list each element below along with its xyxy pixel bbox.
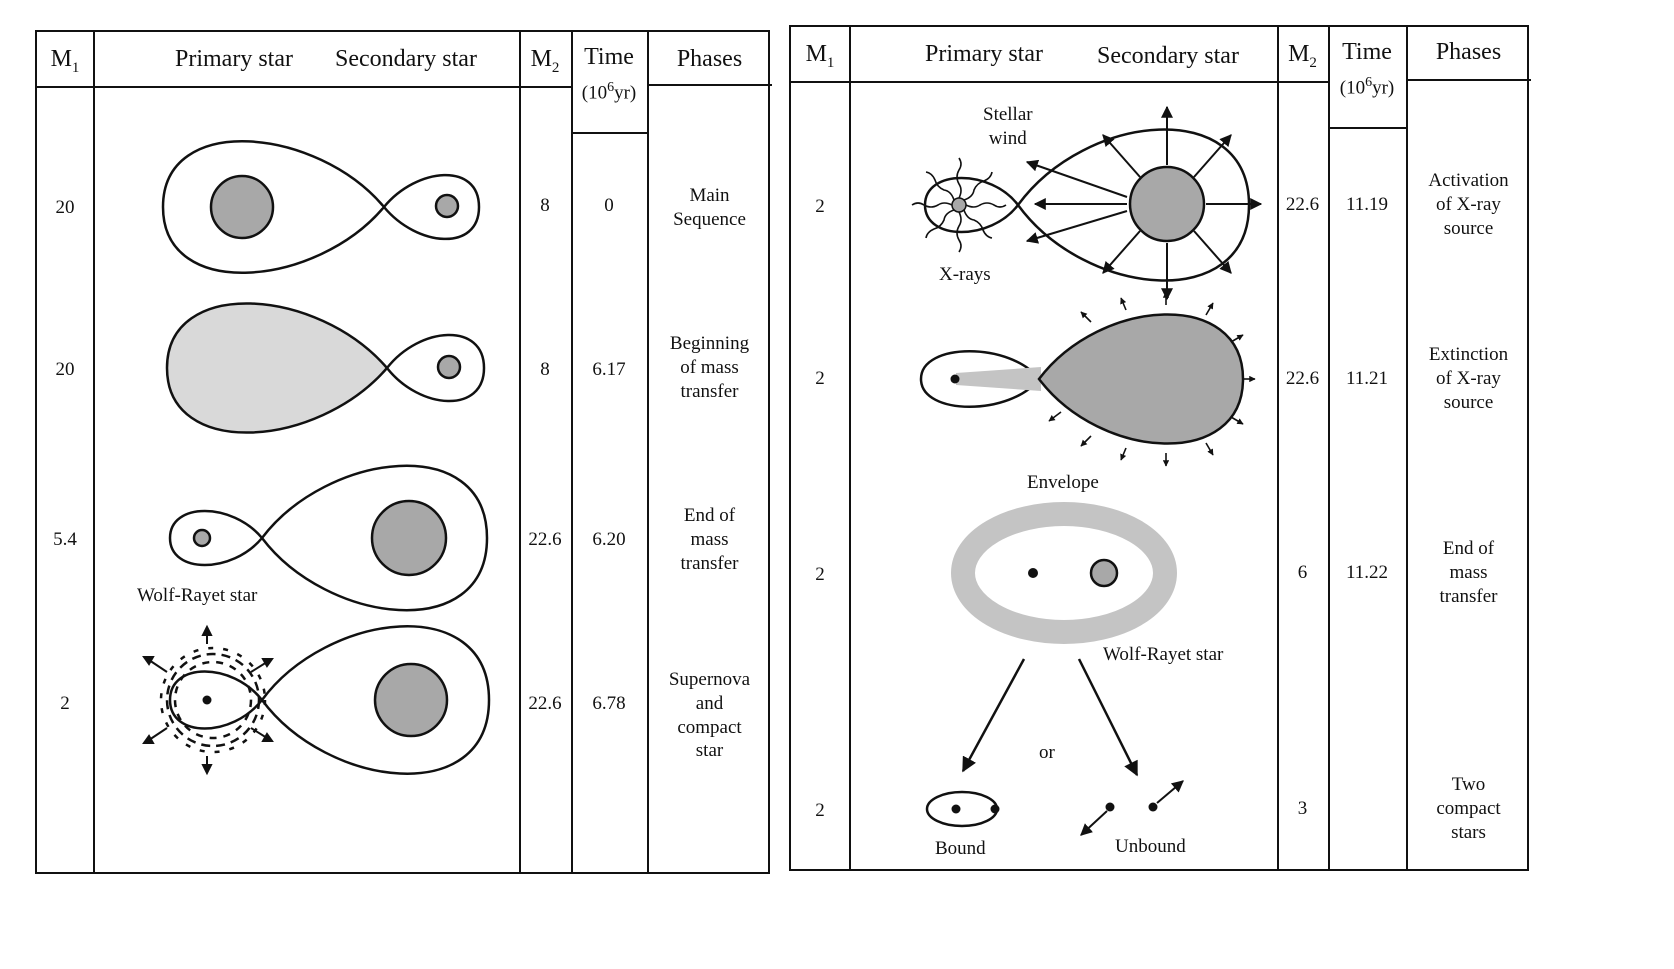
row4-compact-star <box>202 695 212 705</box>
bound-star-1 <box>951 804 961 814</box>
r-row3-wolf-rayet-star <box>1089 558 1119 588</box>
unbound-label: Unbound <box>1115 836 1186 857</box>
row2-secondary-lobe <box>385 333 486 403</box>
row1-time: 0 <box>604 195 614 216</box>
supernova-shell <box>159 646 267 754</box>
or-label: or <box>1039 742 1055 763</box>
r-row2-m2: 22.6 <box>1285 368 1320 389</box>
r-row1-compact-star <box>951 197 967 213</box>
r-row2-phase: Extinction of X-ray source <box>1428 344 1509 413</box>
row1-binary <box>161 140 481 274</box>
r-row4-m2: 3 <box>1297 798 1308 819</box>
r-row4-phase: Two compact stars <box>1436 774 1501 843</box>
unbound-star-1 <box>1105 802 1115 812</box>
right-panel: M1 Primary star Secondary star M2 Time (… <box>789 25 1531 871</box>
row4-m1: 2 <box>60 693 70 714</box>
header-m1: M1 <box>50 46 80 76</box>
row3-binary <box>168 464 489 612</box>
bound-label: Bound <box>935 838 986 859</box>
r-row3-time: 11.22 <box>1345 562 1389 583</box>
row2-primary-lobe-filled <box>165 302 389 434</box>
row3-m2: 22.6 <box>528 529 562 550</box>
stellar-wind-arrows <box>1025 105 1263 301</box>
row1-m2: 8 <box>540 195 550 216</box>
x-rays-label: X-rays <box>939 264 991 285</box>
row3-phase: End of mass transfer <box>680 505 739 574</box>
outcome-arrow-left <box>961 658 1026 773</box>
r-row2-m1: 2 <box>815 368 825 389</box>
header-secondary-star-right: Secondary star <box>1097 43 1239 69</box>
row3-secondary-star <box>370 499 448 577</box>
left-diagrams <box>142 140 491 776</box>
header-m2-right: M2 <box>1288 41 1317 71</box>
r-row1-m1: 2 <box>815 196 825 217</box>
row2-phase: Beginning of mass transfer <box>669 333 750 402</box>
mass-loss-arrows <box>1048 291 1256 467</box>
row3-wolf-rayet-star <box>192 528 212 548</box>
row1-roche-lobes <box>161 140 481 274</box>
row2-secondary-star <box>436 354 462 380</box>
r-row1-binary <box>911 105 1263 301</box>
wolf-rayet-label-left: Wolf-Rayet star <box>137 585 258 606</box>
row4-m2: 22.6 <box>528 693 562 714</box>
outcome-arrow-right <box>1077 658 1139 777</box>
row4-phase: Supernova and compact star <box>668 669 751 762</box>
left-panel: M1 Primary star Secondary star M2 Time (… <box>35 30 772 874</box>
row2-binary <box>165 302 486 434</box>
row2-m2: 8 <box>540 359 550 380</box>
row3-m1: 5.4 <box>53 529 77 550</box>
row4-binary <box>142 624 491 776</box>
row4-time: 6.78 <box>592 693 626 714</box>
common-envelope <box>951 502 1177 644</box>
header-phases-right: Phases <box>1435 39 1502 65</box>
wolf-rayet-label-right: Wolf-Rayet star <box>1103 644 1224 665</box>
row3-time: 6.20 <box>592 529 626 550</box>
row1-m1: 20 <box>55 197 75 218</box>
r-row2-time: 11.21 <box>1345 368 1389 389</box>
r-row2-giant-lobe <box>1037 313 1245 445</box>
r-row3-phase: End of mass transfer <box>1439 538 1498 607</box>
supernova-ejecta-arrows <box>142 624 274 776</box>
header-primary-star-right: Primary star <box>925 41 1043 67</box>
header-m1-right: M1 <box>805 41 835 71</box>
r-row4-m1: 2 <box>815 800 825 821</box>
stellar-wind-label: Stellar wind <box>983 104 1033 149</box>
right-diagrams <box>911 105 1263 836</box>
r-row2-accretion-stream <box>956 367 1041 391</box>
row1-secondary-star <box>434 193 460 219</box>
header-primary-star: Primary star <box>175 46 293 72</box>
header-m2: M2 <box>530 46 560 76</box>
r-row3-compact-star <box>1028 568 1038 578</box>
r-row3-m2: 6 <box>1297 562 1308 583</box>
r-row3-binary <box>951 502 1177 777</box>
header-phases: Phases <box>676 46 743 72</box>
r-row1-m2: 22.6 <box>1285 194 1320 215</box>
header-time: Time (106yr) <box>581 44 637 103</box>
row2-time: 6.17 <box>592 359 626 380</box>
r-row3-m1: 2 <box>815 564 825 585</box>
r-row4-outcomes <box>925 780 1184 836</box>
row2-m1: 20 <box>55 359 75 380</box>
row1-phase: Main Sequence <box>673 185 746 230</box>
r-row1-time: 11.19 <box>1345 194 1389 215</box>
header-time-right: Time (106yr) <box>1339 39 1395 98</box>
row1-primary-star <box>209 174 275 240</box>
header-secondary-star: Secondary star <box>335 46 477 72</box>
bound-star-2 <box>990 804 1000 814</box>
bound-orbit <box>925 790 999 828</box>
r-row1-phase: Activation of X-ray source <box>1428 170 1509 239</box>
row4-secondary-star <box>373 662 449 738</box>
x-ray-emission <box>911 157 1007 253</box>
r-row2-compact-star <box>950 374 960 384</box>
envelope-label: Envelope <box>1027 472 1099 493</box>
r-row2-binary <box>919 291 1256 467</box>
r-row1-giant-star <box>1128 165 1206 243</box>
unbound-star-2 <box>1148 802 1158 812</box>
